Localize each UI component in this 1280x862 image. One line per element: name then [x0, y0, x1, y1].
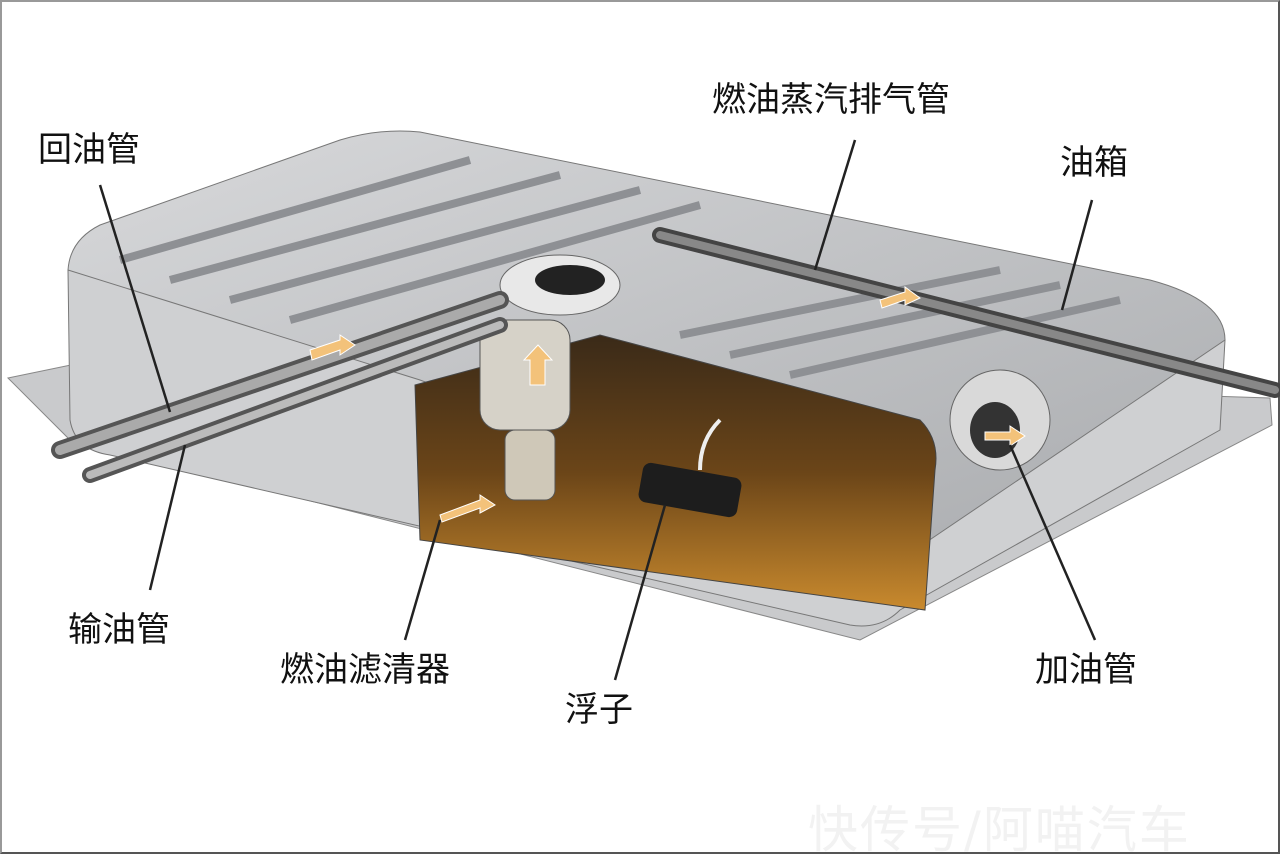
- float-motion-arrow: [698, 418, 722, 471]
- flow-arrows: [309, 286, 1026, 523]
- label-return-pipe: 回油管: [38, 130, 140, 170]
- fuel-pump-module: [479, 319, 571, 431]
- fuel-filter: [504, 429, 556, 501]
- leader-lines: [98, 139, 1097, 681]
- pipes: [51, 227, 1280, 483]
- label-float: 浮子: [565, 690, 633, 730]
- label-fuel-tank: 油箱: [1060, 143, 1128, 183]
- label-vapor-vent-pipe: 燃油蒸汽排气管: [712, 80, 950, 120]
- float: [638, 462, 742, 518]
- label-filler-pipe: 加油管: [1035, 650, 1137, 690]
- watermark: 快传号/阿喵汽车: [808, 801, 1191, 859]
- tank-ribs: [118, 156, 1121, 379]
- label-fuel-filter: 燃油滤清器: [280, 650, 450, 690]
- label-supply-pipe: 输油管: [68, 610, 170, 650]
